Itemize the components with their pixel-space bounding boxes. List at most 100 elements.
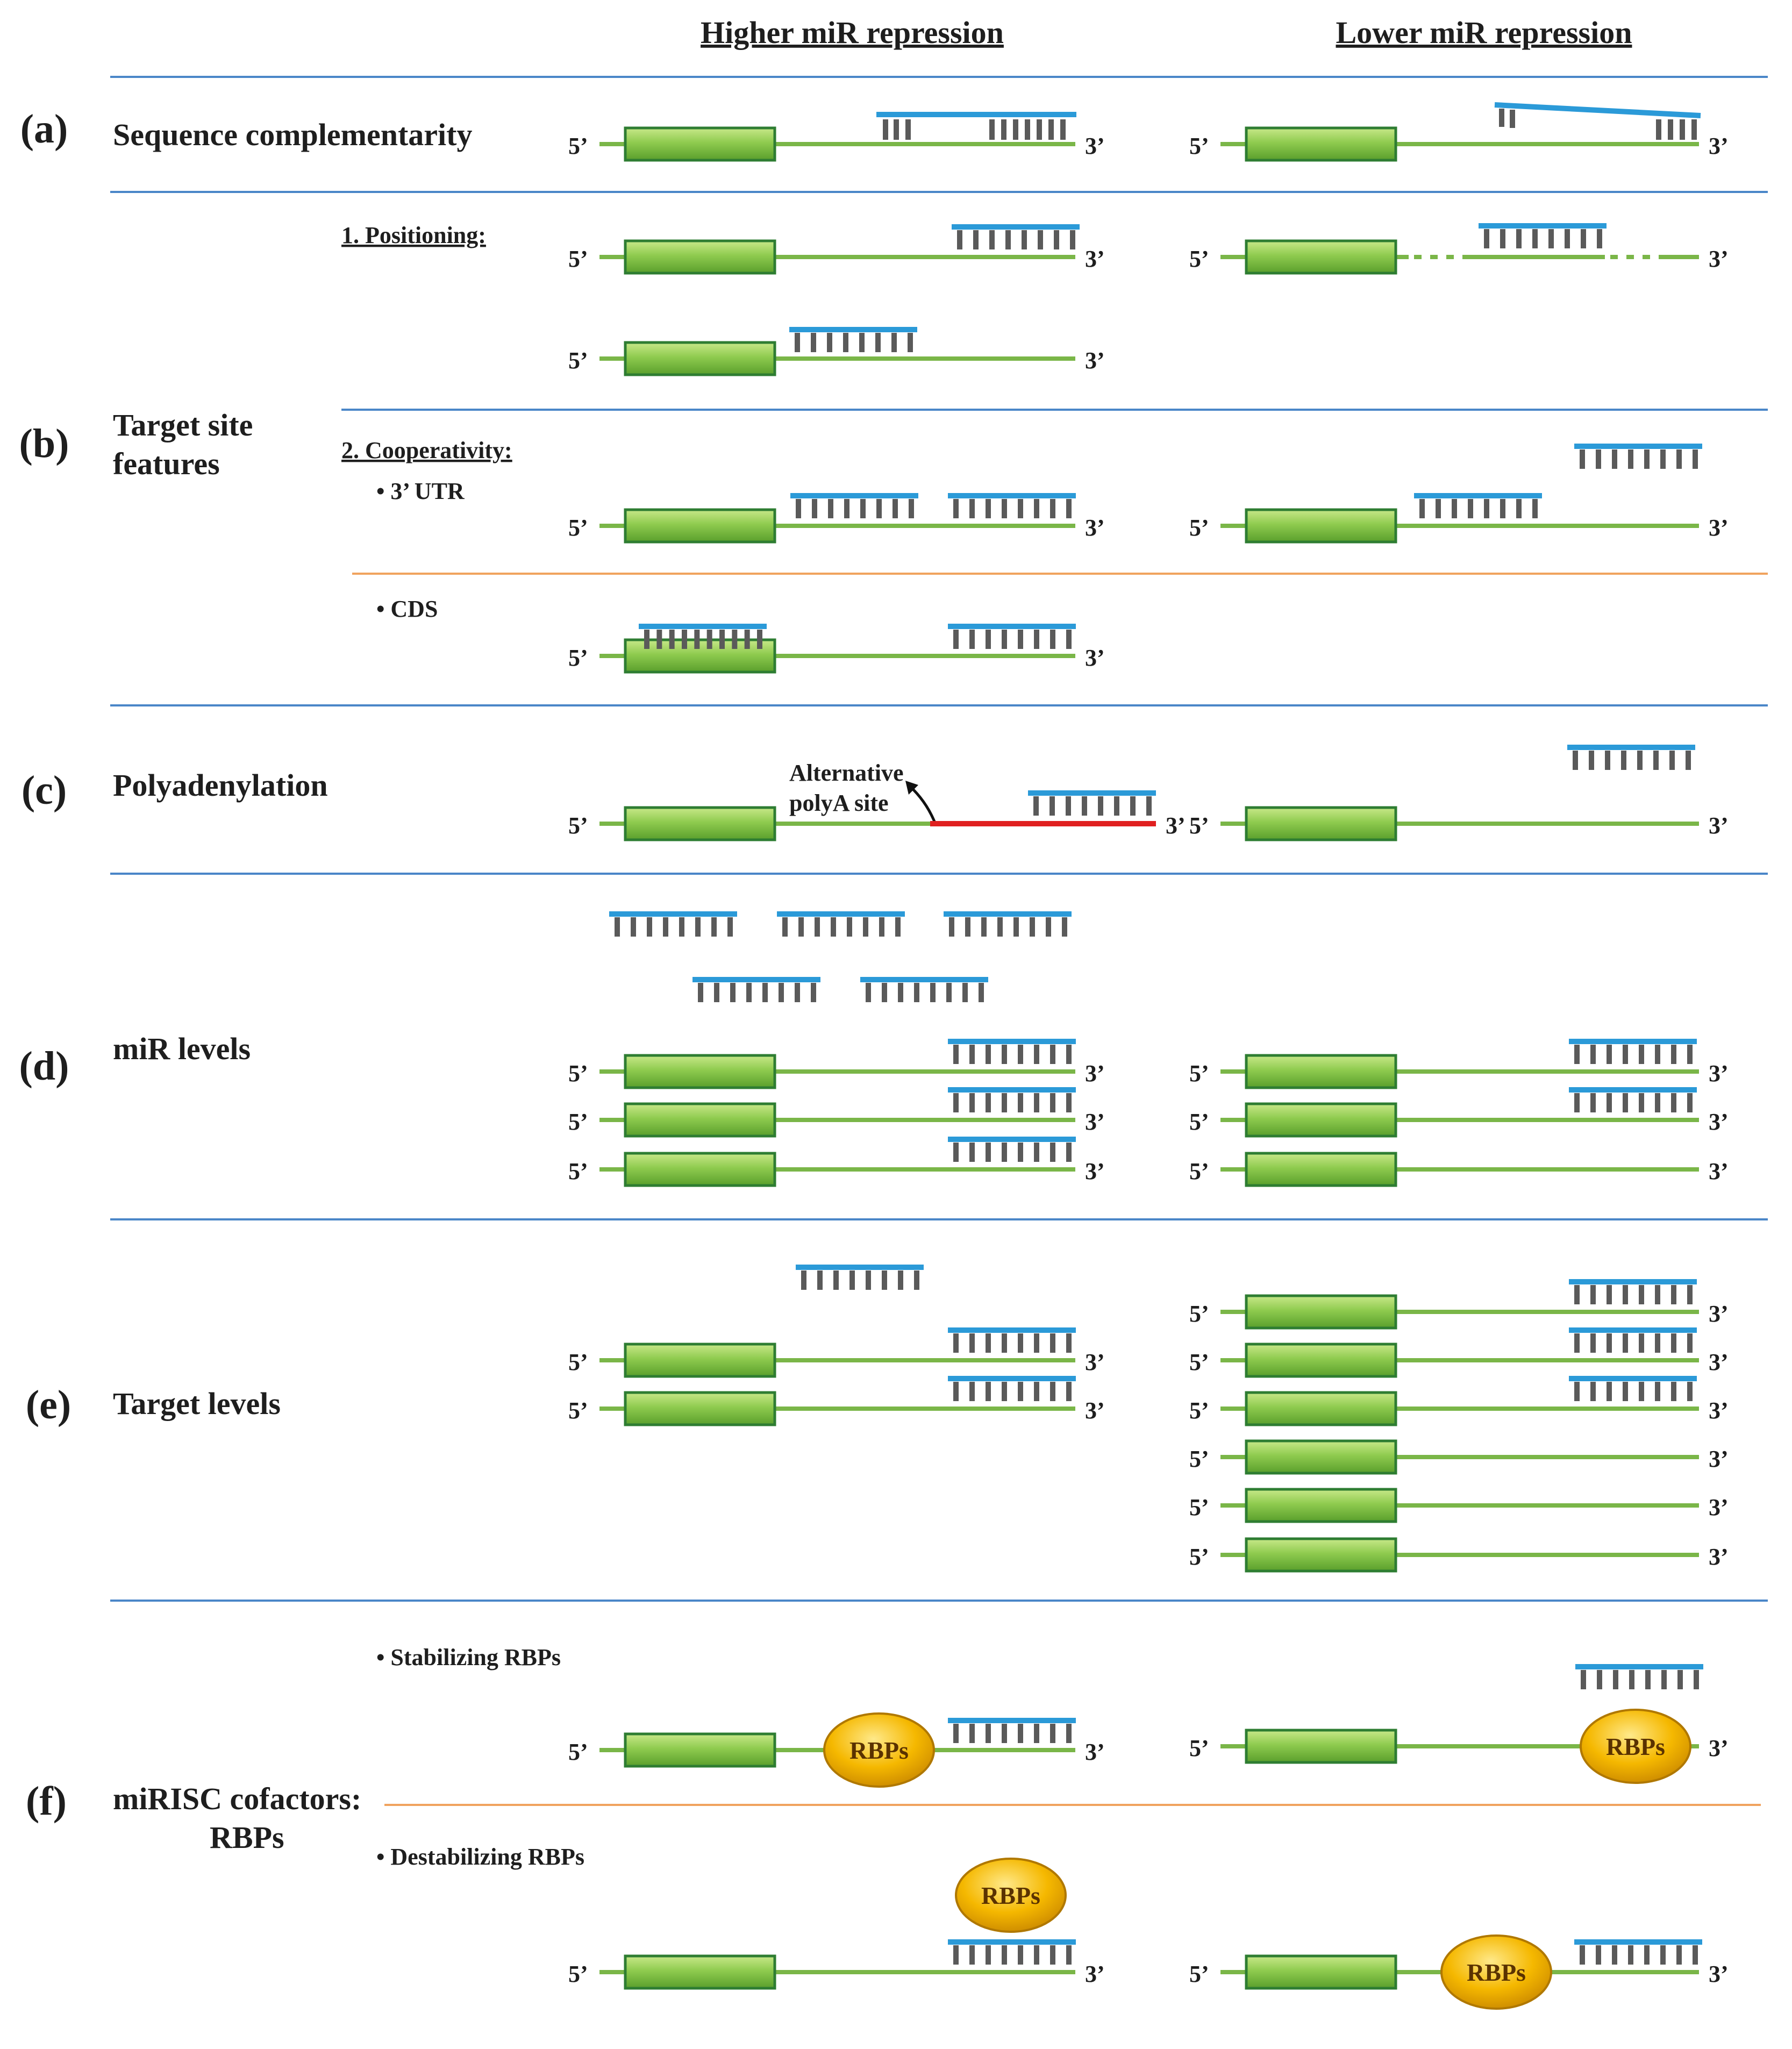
base-pair-tooth — [1573, 751, 1578, 770]
three-prime-label: 3’ — [1085, 645, 1105, 671]
mrna-d-lower-2: 5’3’ — [1189, 1102, 1729, 1138]
base-pair-tooth — [644, 630, 649, 649]
mirna-strand — [1479, 223, 1607, 229]
mirna-a-higher-partial — [876, 112, 1076, 140]
three-prime-label: 3’ — [1709, 515, 1729, 541]
base-pair-tooth — [949, 917, 954, 937]
mirna-strand — [948, 1939, 1076, 1945]
three-prime-label: 3’ — [1709, 1301, 1729, 1327]
base-pair-tooth — [1623, 1285, 1628, 1304]
mirna-b-positioning-higher-1 — [952, 224, 1080, 249]
base-pair-tooth — [1060, 119, 1066, 140]
base-pair-tooth — [1621, 751, 1626, 770]
base-pair-tooth — [1605, 751, 1610, 770]
five-prime-label: 5’ — [1189, 1446, 1209, 1472]
base-pair-tooth — [986, 1333, 991, 1353]
mirna-strand — [790, 493, 918, 498]
base-pair-tooth — [847, 917, 852, 937]
base-pair-tooth — [1050, 1945, 1055, 1965]
base-pair-tooth — [875, 333, 881, 352]
base-pair-tooth — [1499, 109, 1504, 127]
base-pair-tooth — [1623, 1093, 1628, 1112]
base-pair-tooth — [849, 1270, 855, 1290]
mrna-d-higher-2: 5’3’ — [568, 1102, 1105, 1138]
base-pair-tooth — [1146, 796, 1152, 816]
base-pair-tooth — [1581, 229, 1586, 248]
mirna-strand — [1569, 1376, 1697, 1381]
panel-letter-f: (f) — [26, 1779, 67, 1824]
base-pair-tooth — [1030, 917, 1035, 937]
base-pair-tooth — [876, 499, 882, 518]
mirna-b-cds-higher-cds — [639, 624, 767, 649]
five-prime-label: 5’ — [1189, 1349, 1209, 1375]
base-pair-tooth — [1046, 917, 1051, 937]
mirna-strand — [1494, 102, 1701, 118]
subtitle-positioning: 1. Positioning: — [341, 222, 486, 248]
base-pair-tooth — [1607, 1285, 1612, 1304]
base-pair-tooth — [1686, 751, 1691, 770]
base-pair-tooth — [979, 983, 984, 1002]
mrna-a-lower: 5’3’ — [1189, 126, 1729, 162]
three-prime-label: 3’ — [1085, 515, 1105, 541]
base-pair-tooth — [879, 917, 884, 937]
mirna-c-higher — [1028, 790, 1156, 816]
three-prime-label: 3’ — [1085, 1961, 1105, 1987]
base-pair-tooth — [682, 630, 687, 649]
mirna-a-lower-partial — [1494, 102, 1701, 140]
base-pair-tooth — [1050, 499, 1055, 518]
base-pair-tooth — [969, 1382, 975, 1401]
base-pair-tooth — [883, 119, 888, 140]
base-pair-tooth — [969, 1945, 975, 1965]
mirna-strand — [860, 977, 988, 982]
three-prime-label: 3’ — [1709, 1494, 1729, 1520]
base-pair-tooth — [969, 1724, 975, 1743]
base-pair-tooth — [1018, 1333, 1023, 1353]
base-pair-tooth — [679, 917, 684, 937]
base-pair-tooth — [1066, 1382, 1072, 1401]
mirna-d-free-3 — [944, 911, 1072, 937]
five-prime-label: 5’ — [1189, 1735, 1209, 1761]
cds-box — [1245, 1439, 1397, 1475]
base-pair-tooth — [1574, 1045, 1580, 1064]
base-pair-tooth — [1668, 119, 1673, 140]
panel-letter-a: (a) — [20, 106, 68, 152]
rbp-f-stabilizing-lower: RBPs — [1580, 1709, 1691, 1784]
base-pair-tooth — [894, 119, 899, 140]
base-pair-tooth — [719, 630, 725, 649]
base-pair-tooth — [1590, 1285, 1596, 1304]
five-prime-label: 5’ — [1189, 515, 1209, 541]
column-header-lower: Lower miR repression — [1336, 15, 1632, 50]
base-pair-tooth — [1639, 1045, 1644, 1064]
base-pair-tooth — [1034, 630, 1039, 649]
base-pair-tooth — [1062, 917, 1067, 937]
base-pair-tooth — [1066, 630, 1072, 649]
base-pair-tooth — [989, 230, 995, 249]
base-pair-tooth — [1656, 119, 1661, 140]
mirna-d-higher-bound-1 — [948, 1039, 1076, 1064]
cds-box — [1245, 126, 1397, 162]
mirna-d-higher-bound-3 — [948, 1137, 1076, 1162]
base-pair-tooth — [694, 630, 700, 649]
mirna-e-higher-bound-2 — [948, 1376, 1076, 1401]
base-pair-tooth — [1676, 449, 1682, 469]
base-pair-tooth — [1050, 1333, 1055, 1353]
mirna-b-utr-higher-2 — [948, 493, 1076, 518]
base-pair-tooth — [1018, 1945, 1023, 1965]
base-pair-tooth — [1005, 230, 1011, 249]
three-prime-label: 3’ — [1709, 1060, 1729, 1087]
alt-polya-arrow — [909, 785, 936, 822]
base-pair-tooth — [1098, 796, 1103, 816]
rbp-label: RBPs — [1606, 1733, 1665, 1760]
mirna-strand — [1567, 745, 1695, 750]
base-pair-tooth — [1693, 449, 1698, 469]
mrna-a-higher: 5’3’ — [568, 126, 1105, 162]
mirna-strand — [948, 1376, 1076, 1381]
mirna-b-utr-lower-bound — [1414, 493, 1542, 518]
base-pair-tooth — [1590, 1382, 1596, 1401]
mrna-d-lower-1: 5’3’ — [1189, 1054, 1729, 1089]
base-pair-tooth — [1661, 1670, 1667, 1689]
rbp-label: RBPs — [849, 1737, 909, 1764]
base-pair-tooth — [1034, 1045, 1039, 1064]
three-prime-label: 3’ — [1085, 1739, 1105, 1765]
mirna-f-stabilizing-lower-free — [1575, 1664, 1703, 1689]
